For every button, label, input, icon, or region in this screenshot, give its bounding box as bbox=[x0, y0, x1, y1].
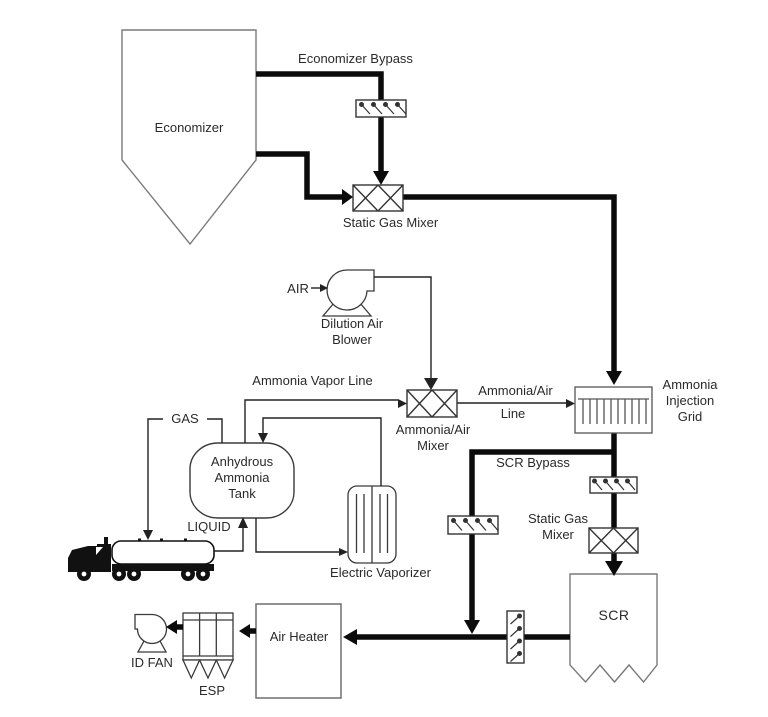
arrow-into-mixer1-left bbox=[342, 189, 353, 205]
static-gas-mixer-1-label: Static Gas Mixer bbox=[342, 215, 439, 230]
economizer-outlet-pipe bbox=[256, 151, 342, 200]
arrow-air-into-blower bbox=[320, 284, 328, 292]
ammonia-line-arrowheads bbox=[143, 284, 575, 556]
air-heater-box bbox=[255, 603, 342, 699]
economizer-label: Economizer bbox=[154, 120, 224, 135]
ammonia-air-mixer-symbol bbox=[406, 389, 458, 418]
arrow-into-scr bbox=[605, 561, 623, 576]
arrow-into-idfan bbox=[166, 620, 177, 634]
anhydrous-ammonia-tank-label: Anhydrous Ammonia Tank bbox=[210, 454, 274, 501]
id-fan-icon bbox=[134, 613, 168, 653]
static-gas-mixer-1-symbol bbox=[352, 184, 404, 212]
arrow-into-vaporizer bbox=[339, 548, 348, 556]
ammonia-injection-grid-label: Ammonia Injection Grid bbox=[662, 377, 718, 424]
air-label: AIR bbox=[287, 281, 309, 296]
scr-inlet-damper-icon bbox=[589, 476, 638, 494]
scr-bypass-label: SCR Bypass bbox=[496, 455, 570, 470]
arrow-liquid-into-tank bbox=[238, 517, 248, 528]
esp-symbol bbox=[181, 612, 235, 680]
air-heater-label: Air Heater bbox=[269, 629, 329, 644]
dilution-air-blower-label: Dilution Air Blower bbox=[320, 316, 384, 347]
scr-outlet-damper-icon bbox=[506, 610, 525, 664]
electric-vaporizer-label: Electric Vaporizer bbox=[330, 565, 431, 580]
dilution-air-blower-icon bbox=[321, 269, 375, 317]
gas-label: GAS bbox=[163, 411, 207, 427]
ammonia-air-line-label: Ammonia/Air bbox=[478, 383, 553, 398]
arrow-into-mixer1-top bbox=[373, 171, 389, 185]
flue-gas-pipes bbox=[177, 71, 617, 640]
arrow-into-esp bbox=[239, 624, 250, 638]
ammonia-vapor-line-label: Ammonia Vapor Line bbox=[252, 373, 373, 388]
id-fan-label: ID FAN bbox=[131, 655, 173, 670]
economizer-bypass-label: Economizer Bypass bbox=[298, 51, 413, 66]
scr-bypass-pipe bbox=[469, 449, 614, 517]
ammonia-injection-grid-symbol bbox=[574, 386, 653, 434]
electric-vaporizer-symbol bbox=[347, 485, 397, 564]
esp-label: ESP bbox=[198, 683, 225, 698]
scr-label: SCR bbox=[598, 607, 630, 623]
liquid-line bbox=[214, 528, 244, 552]
flue-gas-arrowheads bbox=[166, 171, 623, 645]
static-gas-mixer-2-symbol bbox=[588, 527, 639, 554]
arrow-bypass-join bbox=[464, 620, 480, 634]
scr-vessel bbox=[569, 573, 658, 684]
arrow-gas-onto-truck bbox=[143, 530, 153, 540]
arrow-vapor-into-mixer bbox=[398, 399, 407, 408]
arrow-air-into-mixer bbox=[424, 378, 438, 390]
economizer-bypass-damper-icon bbox=[355, 99, 407, 118]
ammonia-vapor-line-path bbox=[244, 399, 398, 443]
arrow-return-into-tank bbox=[258, 433, 268, 443]
liquid-label: LIQUID bbox=[187, 519, 231, 534]
mixer1-to-grid-pipe bbox=[403, 194, 617, 372]
arrow-into-airheater bbox=[343, 629, 357, 645]
economizer-vessel bbox=[121, 29, 257, 246]
ammonia-tank-symbol bbox=[189, 442, 295, 519]
static-gas-mixer-2-label: Static Gas Mixer bbox=[528, 511, 588, 542]
vaporizer-return-line bbox=[262, 417, 382, 486]
ammonia-air-mixer-label: Ammonia/Air Mixer bbox=[395, 422, 471, 453]
arrow-into-grid-left bbox=[566, 399, 575, 408]
economizer-bypass-pipe bbox=[256, 71, 384, 172]
tank-to-vaporizer-line bbox=[255, 518, 339, 553]
dilution-air-line bbox=[374, 276, 432, 378]
scr-bypass-damper-icon bbox=[447, 515, 499, 535]
ammonia-lines bbox=[147, 276, 566, 553]
tanker-truck-icon bbox=[68, 537, 215, 581]
arrow-into-grid bbox=[606, 371, 622, 385]
ammonia-air-line-label-2: Line bbox=[500, 406, 526, 421]
